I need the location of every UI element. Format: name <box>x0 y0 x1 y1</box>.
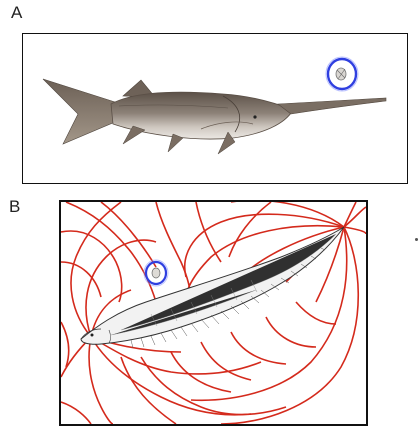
electric-fish-sketch <box>61 202 366 424</box>
panel-a-label: A <box>11 3 23 22</box>
fish-body <box>80 226 345 349</box>
edge-dot <box>415 238 418 241</box>
field-lines <box>61 202 366 424</box>
paddlefish-illustration <box>42 56 387 155</box>
panel-a-frame <box>22 33 408 184</box>
plankton-highlight-circle <box>325 56 359 92</box>
panel-b-frame <box>59 200 368 426</box>
panel-b-label: B <box>9 197 21 216</box>
plankton-highlight-circle <box>143 259 169 287</box>
